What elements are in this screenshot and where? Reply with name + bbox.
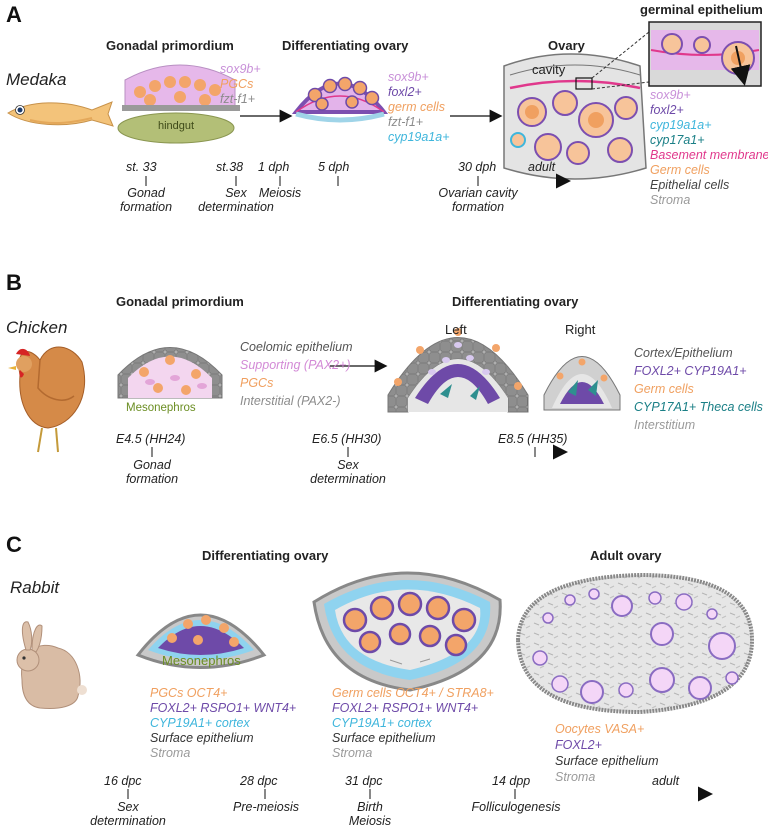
c-diff1-legend-pgcs: PGCs OCT4+ <box>150 686 228 700</box>
a-diff-marker-cyp19: cyp19a1a+ <box>388 130 450 144</box>
a-legend-cyp17a1: cyp17a1+ <box>650 133 705 147</box>
c-diff2-legend-stroma: Stroma <box>332 746 373 760</box>
a-event-meiosis: Meiosis <box>258 186 302 200</box>
panel-a-letter: A <box>6 2 22 27</box>
a-prim-marker-fztf1: fzt-f1+ <box>220 92 256 106</box>
a-legend-foxl2: foxl2+ <box>650 103 684 117</box>
chicken-gonadal-primordium-illustration <box>117 347 223 399</box>
a-diff-marker-foxl2: foxl2+ <box>388 85 422 99</box>
a-legend-sox9b: sox9b+ <box>650 88 691 102</box>
c-adult-legend-stroma: Stroma <box>555 770 596 784</box>
a-tick-adult: adult <box>528 160 556 174</box>
rabbit-adult-ovary-illustration <box>515 572 755 715</box>
a-legend-epithelial: Epithelial cells <box>650 178 730 192</box>
panel-a-stage-differentiating-ovary: Differentiating ovary <box>282 38 409 53</box>
b-ovary-legend-germ: Germ cells <box>634 382 694 396</box>
rabbit-mesonephros-label: Mesonephros <box>162 653 241 668</box>
a-tick-1dph: 1 dph <box>258 160 290 174</box>
a-legend-basement: Basement membrane <box>650 148 768 162</box>
b-tick-e65: E6.5 (HH30) <box>312 432 382 446</box>
b-prim-legend-supporting: Supporting (PAX2+) <box>240 358 351 372</box>
a-prim-marker-pgcs: PGCs <box>220 77 254 91</box>
chicken-mesonephros-label: Mesonephros <box>126 402 196 414</box>
inset-title: germinal epithelium <box>640 2 763 17</box>
c-diff2-legend-foxl2: FOXL2+ RSPO1+ WNT4+ <box>332 701 479 715</box>
a-event-sex-determination: Sex determination <box>198 186 274 214</box>
panel-c-letter: C <box>6 532 22 557</box>
panel-b-letter: B <box>6 270 22 295</box>
panel-c-species: Rabbit <box>10 578 60 597</box>
c-event-pre-meiosis: Pre-meiosis <box>233 800 299 814</box>
b-tick-e85: E8.5 (HH35) <box>498 432 568 446</box>
medaka-fish-icon <box>7 101 114 127</box>
germinal-epithelium-inset <box>648 21 762 87</box>
a-legend-stroma: Stroma <box>650 193 691 207</box>
panel-a-stage-ovary: Ovary <box>548 38 585 53</box>
chicken-right-ovary-illustration <box>543 356 621 411</box>
c-adult-legend-oocytes: Oocytes VASA+ <box>555 722 645 736</box>
panel-a-species: Medaka <box>6 70 67 89</box>
c-diff1-legend-cyp19: CYP19A1+ cortex <box>150 716 250 730</box>
b-event-sex-determination: Sex determination <box>310 458 386 486</box>
panel-c-stage-adult-ovary: Adult ovary <box>590 548 662 563</box>
rabbit-differentiating-ovary-1-illustration <box>135 613 267 669</box>
medaka-gonadal-primordium-illustration <box>117 64 240 144</box>
chicken-left-ovary-illustration <box>387 328 529 413</box>
panel-b-stage-differentiating-ovary: Differentiating ovary <box>452 294 579 309</box>
c-tick-28dpc: 28 dpc <box>240 774 278 788</box>
b-prim-legend-interstitial: Interstitial (PAX2-) <box>240 394 341 408</box>
cavity-label: cavity <box>532 62 566 77</box>
b-tick-e45: E4.5 (HH24) <box>116 432 186 446</box>
panel-c-stage-differentiating-ovary: Differentiating ovary <box>202 548 329 563</box>
chicken-left-label: Left <box>445 322 467 337</box>
panel-a-stage-gonadal-primordium: Gonadal primordium <box>106 38 234 53</box>
a-tick-st38: st.38 <box>216 160 244 174</box>
c-diff2-legend-cyp19: CYP19A1+ cortex <box>332 716 432 730</box>
chicken-right-label: Right <box>565 322 596 337</box>
b-ovary-legend-interstitium: Interstitium <box>634 418 696 432</box>
c-event-birth-meiosis: Birth Meiosis <box>348 800 392 828</box>
c-diff1-legend-stroma: Stroma <box>150 746 191 760</box>
c-tick-14dpp: 14 dpp <box>492 774 531 788</box>
chicken-icon <box>8 346 86 453</box>
a-tick-30dph: 30 dph <box>458 160 497 174</box>
c-adult-legend-epithelium: Surface epithelium <box>555 754 659 768</box>
c-event-sex-determination: Sex determination <box>90 800 166 828</box>
c-diff1-legend-foxl2: FOXL2+ RSPO1+ WNT4+ <box>150 701 297 715</box>
rabbit-icon <box>16 621 87 709</box>
b-event-gonad-formation: Gonad formation <box>125 458 179 486</box>
medaka-differentiating-ovary-illustration <box>291 76 389 123</box>
a-legend-germ: Germ cells <box>650 163 710 177</box>
c-tick-31dpc: 31 dpc <box>345 774 383 788</box>
c-tick-adult: adult <box>652 774 680 788</box>
c-tick-16dpc: 16 dpc <box>104 774 142 788</box>
a-diff-marker-sox9b: sox9b+ <box>388 70 429 84</box>
c-diff2-legend-epithelium: Surface epithelium <box>332 731 436 745</box>
a-tick-st33: st. 33 <box>126 160 157 174</box>
hindgut-label: hindgut <box>158 120 195 132</box>
b-prim-legend-pgcs: PGCs <box>240 376 274 390</box>
panel-b-stage-gonadal-primordium: Gonadal primordium <box>116 294 244 309</box>
rabbit-differentiating-ovary-2-illustration <box>312 571 502 692</box>
a-event-ovarian-cavity: Ovarian cavity formation <box>438 186 518 214</box>
b-ovary-legend-cortex: Cortex/Epithelium <box>634 346 733 360</box>
b-prim-legend-coelomic: Coelomic epithelium <box>240 340 353 354</box>
medaka-adult-ovary-illustration <box>503 31 650 180</box>
a-event-gonad-formation: Gonad formation <box>119 186 173 214</box>
a-tick-5dph: 5 dph <box>318 160 350 174</box>
c-diff1-legend-epithelium: Surface epithelium <box>150 731 254 745</box>
c-event-folliculogenesis: Folliculogenesis <box>471 800 561 814</box>
c-adult-legend-foxl2: FOXL2+ <box>555 738 602 752</box>
a-diff-marker-fztf1: fzt-f1+ <box>388 115 424 129</box>
a-prim-marker-sox9b: sox9b+ <box>220 62 261 76</box>
b-ovary-legend-foxl2: FOXL2+ CYP19A1+ <box>634 364 747 378</box>
panel-b-species: Chicken <box>6 318 68 337</box>
a-diff-marker-germ: germ cells <box>388 100 445 114</box>
a-legend-cyp19a1a: cyp19a1a+ <box>650 118 712 132</box>
b-ovary-legend-theca: CYP17A1+ Theca cells <box>634 400 763 414</box>
c-diff2-legend-germ: Germ cells OCT4+ / STRA8+ <box>332 686 494 700</box>
